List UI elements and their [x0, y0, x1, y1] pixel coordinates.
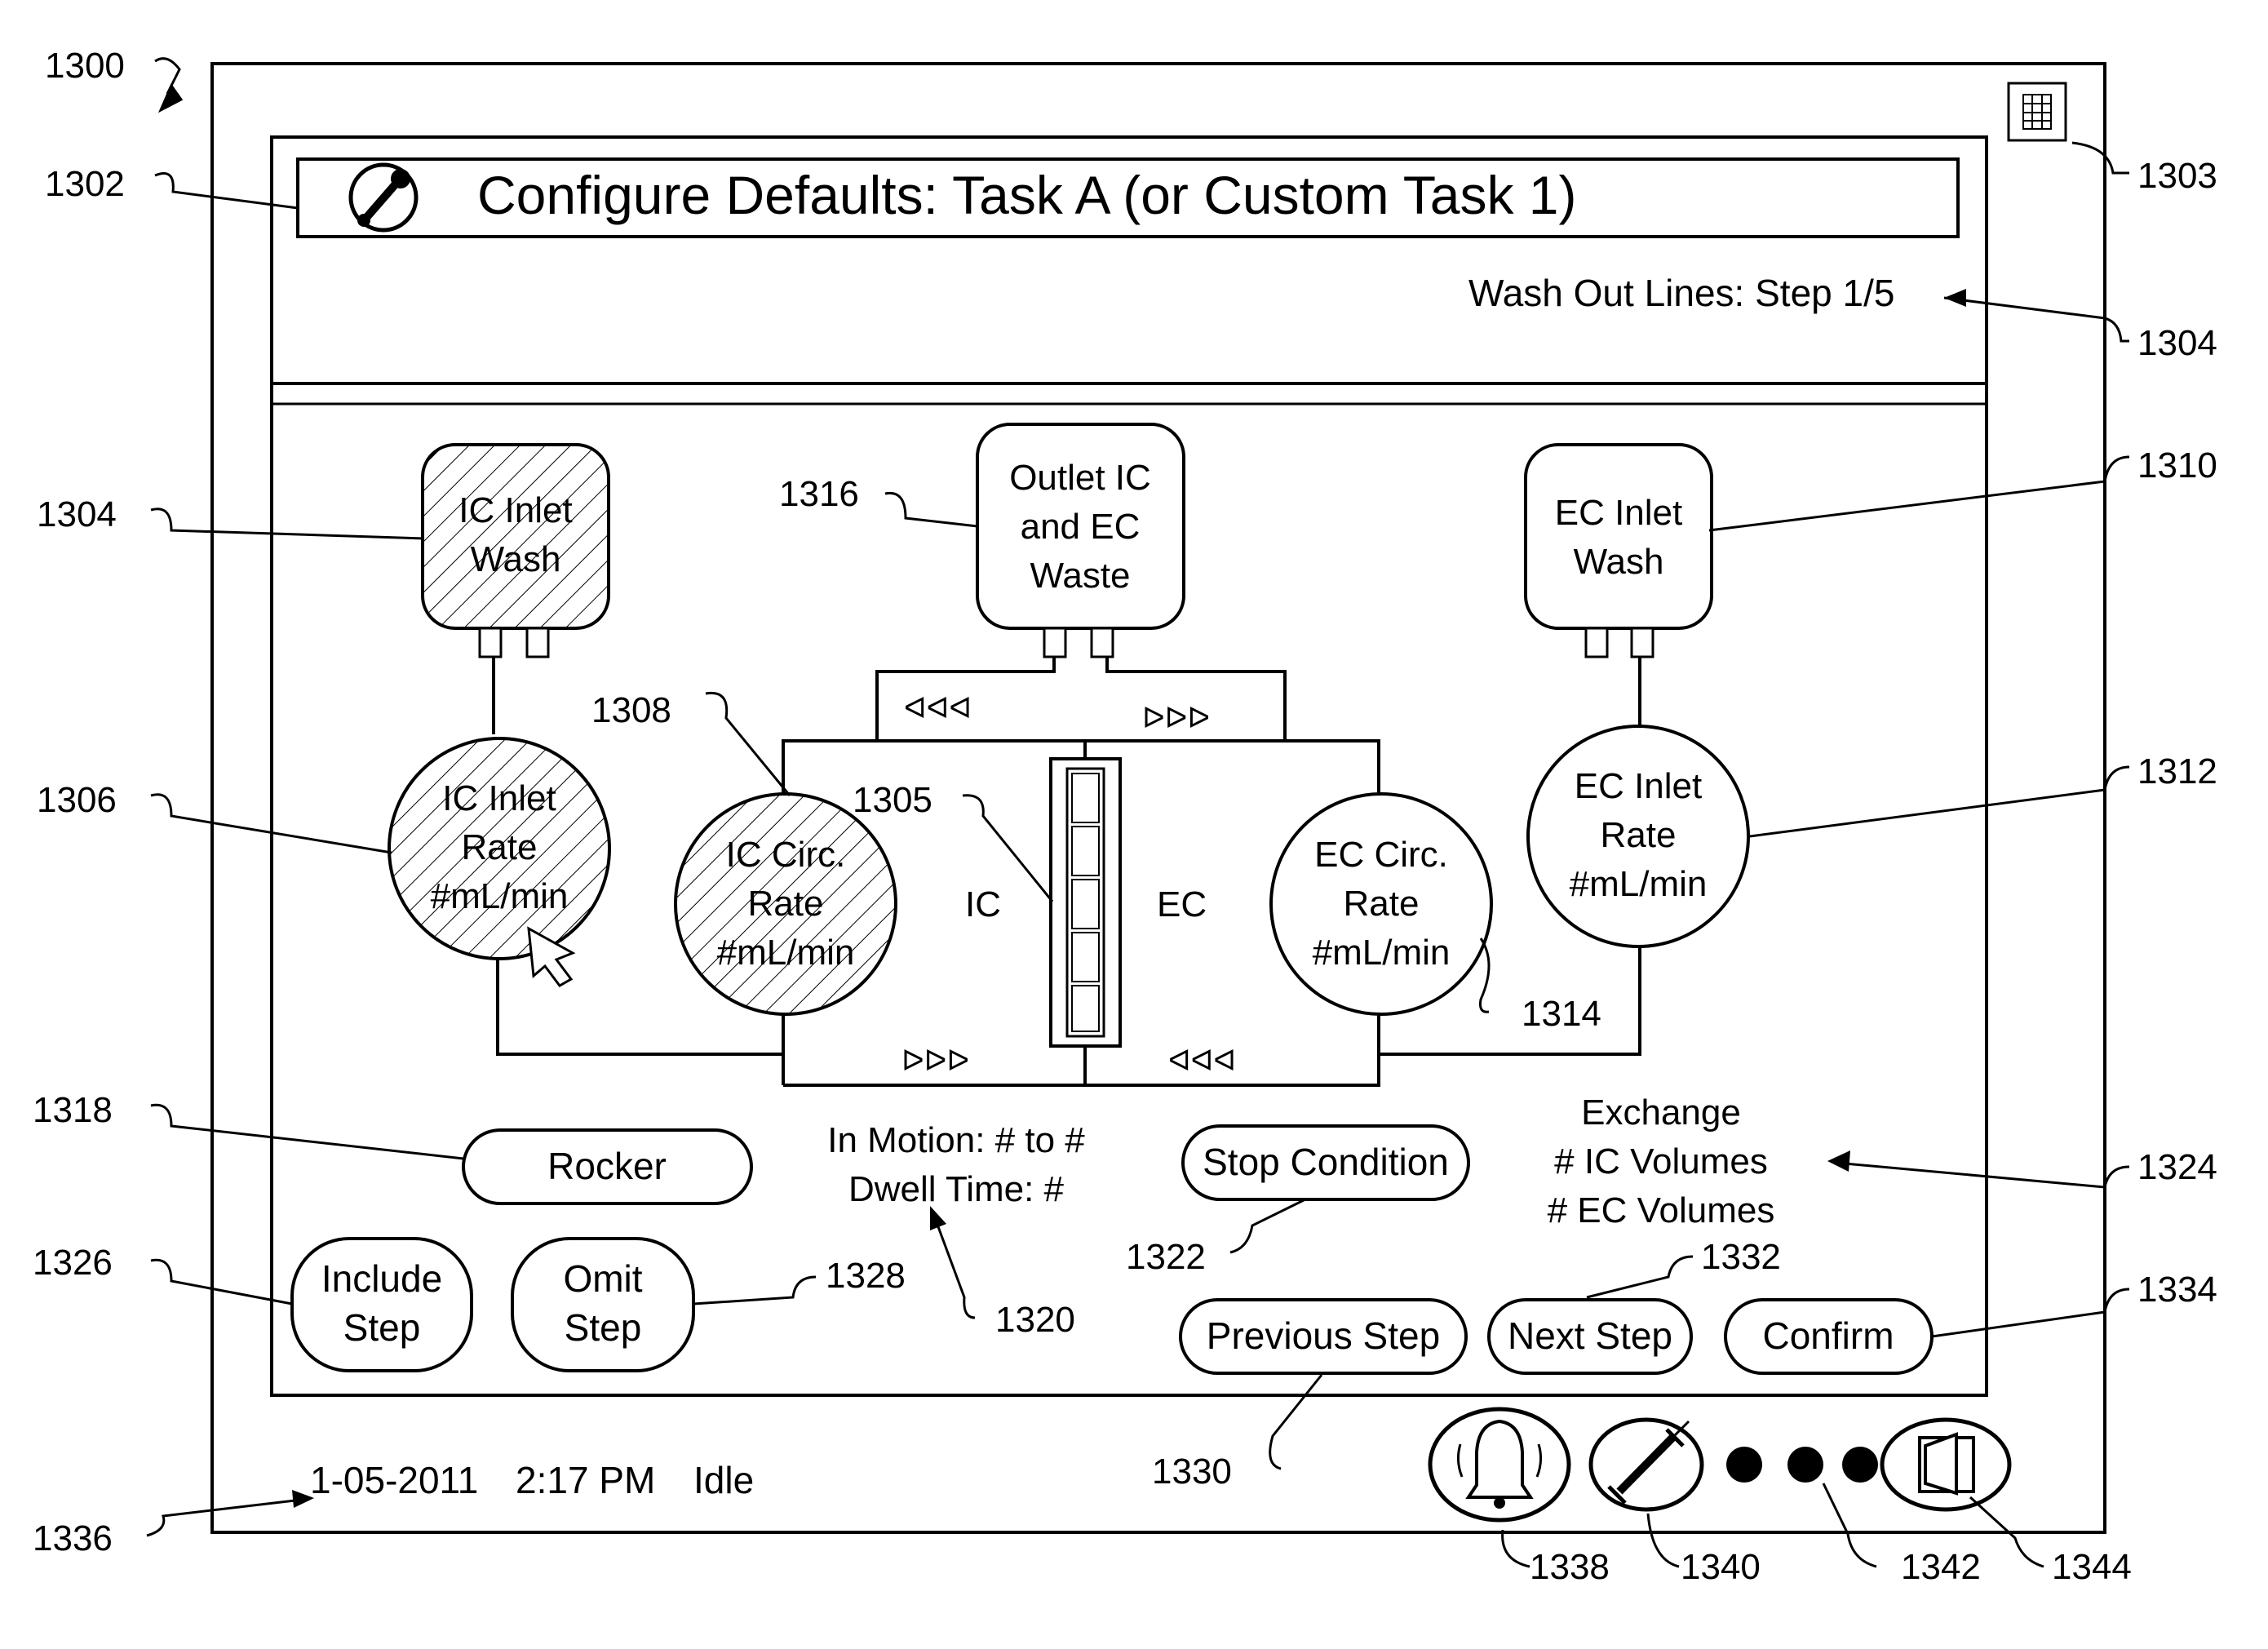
ref-1304-step: 1304 [2137, 323, 2217, 363]
rocker-button[interactable]: Rocker [463, 1130, 751, 1204]
ref-1342: 1342 [1901, 1547, 1981, 1587]
ref-1318: 1318 [33, 1090, 113, 1130]
ref-1312: 1312 [2137, 751, 2217, 791]
page-title: Configure Defaults: Task A (or Custom Ta… [477, 165, 1577, 225]
bell-icon[interactable] [1430, 1409, 1569, 1520]
ref-1332: 1332 [1701, 1237, 1781, 1277]
ref-1303: 1303 [2137, 156, 2217, 196]
include-step-label-2: Step [343, 1306, 421, 1349]
ref-1340: 1340 [1681, 1547, 1761, 1587]
status-time: 2:17 PM [516, 1459, 655, 1501]
omit-step-label-1: Omit [563, 1257, 642, 1300]
ec-inlet-wash-label-2: Wash [1574, 542, 1664, 582]
flow-arrow-top-left: ᐊᐊᐊ [904, 691, 972, 725]
syringe-icon[interactable] [1591, 1420, 1702, 1509]
ec-inlet-wash-label-1: EC Inlet [1555, 493, 1683, 533]
ref-1338: 1338 [1530, 1547, 1610, 1587]
status-state: Idle [693, 1459, 754, 1501]
three-dots-icon[interactable] [1726, 1447, 1878, 1483]
ref-1305: 1305 [853, 780, 932, 820]
ic-inlet-rate-label-1: IC Inlet [442, 778, 556, 818]
step-label: Wash Out Lines: Step 1/5 [1468, 272, 1894, 314]
ec-inlet-rate-label-3: #mL/min [1570, 864, 1708, 904]
ref-1314: 1314 [1522, 994, 1601, 1034]
ec-inlet-rate-label-1: EC Inlet [1575, 766, 1703, 806]
grid-menu-icon[interactable] [2009, 83, 2066, 140]
ic-circ-rate-label-2: Rate [748, 884, 824, 924]
stop-condition-button[interactable]: Stop Condition [1183, 1126, 1468, 1199]
outlet-label-2: and EC [1021, 507, 1141, 547]
ic-side-label: IC [965, 884, 1001, 924]
ic-inlet-rate-pump[interactable]: IC Inlet Rate #mL/min [389, 738, 609, 959]
ic-inlet-wash-bag[interactable]: IC Inlet Wash [423, 445, 609, 657]
ref-1324: 1324 [2137, 1147, 2217, 1187]
ec-circ-rate-label-3: #mL/min [1313, 933, 1451, 973]
ec-inlet-wash-bag[interactable]: EC Inlet Wash [1526, 445, 1712, 657]
ref-1300: 1300 [45, 46, 125, 86]
motion-arrowhead [930, 1206, 946, 1230]
ref-1344: 1344 [2052, 1547, 2132, 1587]
ic-inlet-rate-label-3: #mL/min [431, 876, 569, 916]
outlet-label-1: Outlet IC [1009, 458, 1151, 498]
ref-1334: 1334 [2137, 1270, 2217, 1310]
ec-circ-rate-label-1: EC Circ. [1314, 835, 1448, 875]
ec-circ-rate-pump[interactable]: EC Circ. Rate #mL/min [1271, 794, 1491, 1014]
flow-arrow-bottom-left: ᐅᐅᐅ [901, 1044, 969, 1077]
step-label-arrowhead [1944, 289, 1966, 307]
ic-circ-rate-pump[interactable]: IC Circ. Rate #mL/min [676, 794, 896, 1014]
previous-step-label: Previous Step [1207, 1314, 1440, 1357]
omit-step-button[interactable]: Omit Step [512, 1239, 693, 1371]
outlet-waste-bag[interactable]: Outlet IC and EC Waste [977, 424, 1184, 657]
outlet-label-3: Waste [1030, 556, 1130, 596]
ref-1336: 1336 [33, 1518, 113, 1558]
exchange-line2: # IC Volumes [1554, 1141, 1768, 1181]
omit-step-label-2: Step [565, 1306, 642, 1349]
exit-door-icon[interactable] [1882, 1420, 2009, 1509]
status-date: 1-05-2011 [310, 1459, 478, 1501]
ec-inlet-rate-label-2: Rate [1601, 815, 1677, 855]
ic-circ-rate-label-1: IC Circ. [726, 835, 846, 875]
ic-circ-rate-label-3: #mL/min [717, 933, 855, 973]
exchange-arrowhead [1827, 1150, 1850, 1172]
ref-1308: 1308 [591, 690, 671, 730]
exchange-line3: # EC Volumes [1548, 1190, 1775, 1230]
ic-inlet-wash-label-2: Wash [471, 539, 561, 579]
ec-circ-rate-label-2: Rate [1344, 884, 1420, 924]
confirm-button[interactable]: Confirm [1725, 1300, 1932, 1373]
ref-1306: 1306 [37, 780, 117, 820]
rocker-label: Rocker [547, 1145, 667, 1187]
ic-inlet-rate-label-2: Rate [462, 827, 538, 867]
ref-1322: 1322 [1126, 1237, 1206, 1277]
bioreactor[interactable] [1051, 759, 1120, 1046]
ec-inlet-rate-pump[interactable]: EC Inlet Rate #mL/min [1528, 726, 1748, 946]
motion-text-line1: In Motion: # to # [827, 1120, 1085, 1160]
include-step-button[interactable]: Include Step [292, 1239, 472, 1371]
ref-1330: 1330 [1152, 1452, 1232, 1492]
flow-arrow-bottom-right: ᐊᐊᐊ [1168, 1044, 1236, 1077]
motion-text-line2: Dwell Time: # [848, 1169, 1065, 1209]
ref-1326: 1326 [33, 1243, 113, 1283]
ref-1302: 1302 [45, 164, 125, 204]
wrench-icon[interactable] [351, 165, 416, 230]
next-step-button[interactable]: Next Step [1489, 1300, 1691, 1373]
ref-1304-wash: 1304 [37, 494, 117, 534]
ref-1328: 1328 [826, 1256, 906, 1296]
ic-inlet-wash-label-1: IC Inlet [458, 490, 572, 530]
ref-1320: 1320 [995, 1300, 1075, 1340]
ref-1310: 1310 [2137, 445, 2217, 485]
ec-side-label: EC [1157, 884, 1207, 924]
stop-condition-label: Stop Condition [1203, 1141, 1449, 1183]
confirm-label: Confirm [1762, 1314, 1894, 1357]
ref-1316: 1316 [779, 474, 859, 514]
include-step-label-1: Include [321, 1257, 442, 1300]
flow-arrow-top-right: ᐅᐅᐅ [1142, 701, 1210, 734]
exchange-line1: Exchange [1581, 1093, 1741, 1133]
previous-step-button[interactable]: Previous Step [1181, 1300, 1466, 1373]
next-step-label: Next Step [1508, 1314, 1672, 1357]
